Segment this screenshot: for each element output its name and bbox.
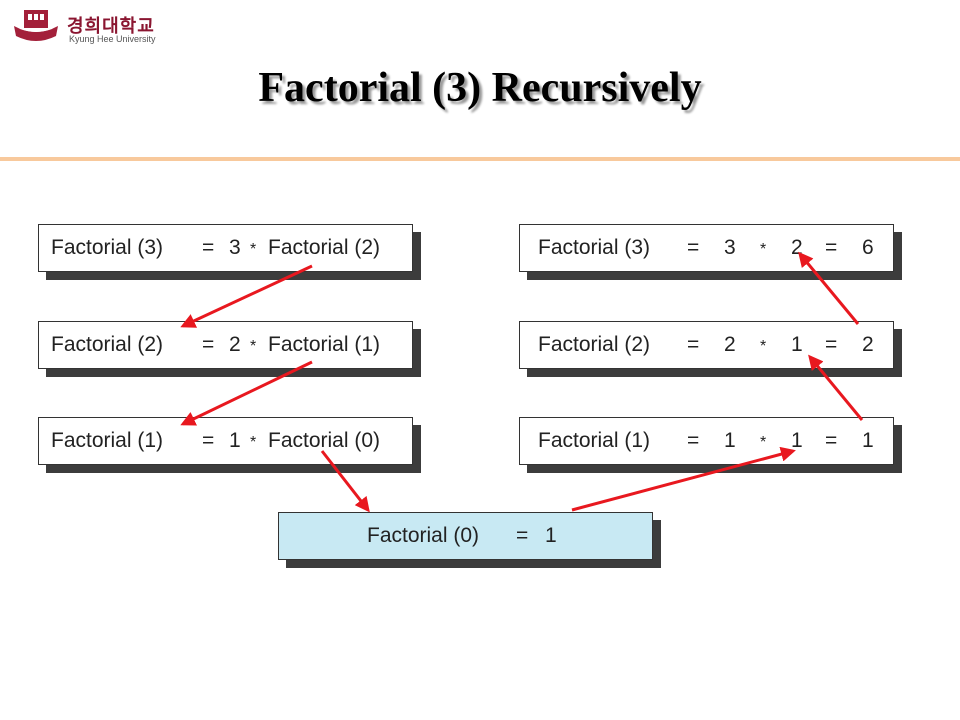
equals-sign: = [825, 236, 838, 259]
call-label: Factorial (2) [538, 333, 651, 356]
call-label: Factorial (3) [538, 236, 651, 259]
multiply-operator: * [760, 338, 767, 355]
logo-english-name: Kyung Hee University [69, 34, 156, 44]
call-label: Factorial (3) [51, 236, 164, 259]
multiplier-value: 3 [229, 236, 241, 259]
equals-sign: = [687, 236, 700, 259]
multiplier-value: 2 [724, 333, 736, 356]
call-arrow-2-to-1 [180, 360, 313, 426]
product-result: 2 [862, 333, 874, 356]
equals-sign: = [825, 429, 838, 452]
multiply-operator: * [760, 434, 767, 451]
equals-sign: = [202, 333, 215, 356]
call-arrow-3-to-2 [180, 264, 313, 328]
equals-sign: = [687, 333, 700, 356]
university-logo: 경희대학교 Kyung Hee University [10, 6, 170, 46]
call-arrow-1-to-0 [320, 450, 370, 513]
return-box-factorial-3: Factorial (3) = 3 * 2 = 6 [519, 224, 894, 272]
base-result: 1 [545, 524, 557, 547]
call-label: Factorial (1) [538, 429, 651, 452]
logo-korean-name: 경희대학교 [67, 16, 155, 37]
equals-sign: = [516, 524, 529, 547]
returned-value: 1 [791, 429, 803, 452]
multiplier-value: 1 [229, 429, 241, 452]
product-result: 1 [862, 429, 874, 452]
base-call-label: Factorial (0) [367, 524, 480, 547]
multiplier-value: 1 [724, 429, 736, 452]
multiply-operator: * [250, 241, 257, 258]
title-divider [0, 157, 960, 161]
call-box-factorial-2: Factorial (2) = 2 * Factorial (1) [38, 321, 413, 369]
university-emblem-icon [14, 10, 58, 41]
base-case-box: Factorial (0) = 1 [278, 512, 653, 560]
recursive-call-label: Factorial (0) [268, 429, 381, 452]
returned-value: 1 [791, 333, 803, 356]
call-label: Factorial (2) [51, 333, 164, 356]
return-arrow-1-to-2 [808, 354, 864, 421]
product-result: 6 [862, 236, 874, 259]
return-arrow-0-to-1 [571, 446, 796, 512]
multiply-operator: * [250, 338, 257, 355]
recursive-call-label: Factorial (2) [268, 236, 381, 259]
return-box-factorial-2: Factorial (2) = 2 * 1 = 2 [519, 321, 894, 369]
equals-sign: = [687, 429, 700, 452]
equals-sign: = [825, 333, 838, 356]
call-label: Factorial (1) [51, 429, 164, 452]
multiply-operator: * [250, 434, 257, 451]
returned-value: 2 [791, 236, 803, 259]
multiplier-value: 2 [229, 333, 241, 356]
slide-title: Factorial (3) Recursively [258, 65, 702, 111]
recursive-call-label: Factorial (1) [268, 333, 381, 356]
call-box-factorial-3: Factorial (3) = 3 * Factorial (2) [38, 224, 413, 272]
call-box-factorial-1: Factorial (1) = 1 * Factorial (0) [38, 417, 413, 465]
equals-sign: = [202, 429, 215, 452]
multiply-operator: * [760, 241, 767, 258]
equals-sign: = [202, 236, 215, 259]
return-arrow-2-to-3 [798, 251, 860, 325]
multiplier-value: 3 [724, 236, 736, 259]
return-box-factorial-1: Factorial (1) = 1 * 1 = 1 [519, 417, 894, 465]
